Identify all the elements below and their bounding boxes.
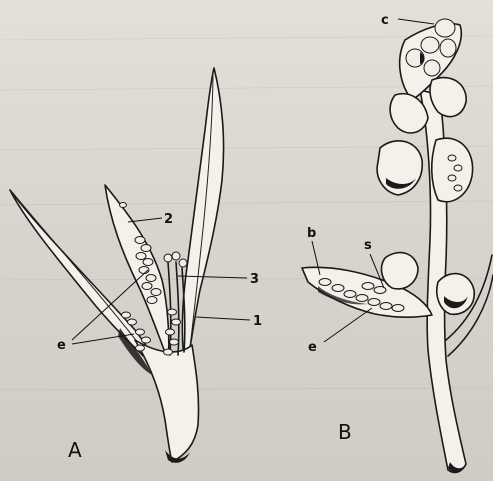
panel-a-stem-base [135,340,199,462]
callout-b-e: e [308,340,317,355]
leader-b-c [398,19,434,24]
callout-b-b: b [307,226,316,241]
callout-a-e: e [57,338,66,353]
panel-b-drawing: c b s e B [302,13,493,472]
panel-a-drawing: 2 3 1 e A [10,68,262,463]
callout-a-1: 1 [253,314,262,329]
callout-b-s: s [364,238,372,253]
leader-a-1 [196,317,250,320]
leader-b-e [324,308,372,342]
panel-label-a: A [68,438,82,462]
callout-b-c: c [381,13,389,28]
panel-label-b: B [338,420,352,444]
leader-a-2 [128,218,162,222]
panel-a-leaf-1 [182,68,223,372]
callout-a-3: 3 [250,272,259,287]
callout-a-2: 2 [164,212,173,227]
